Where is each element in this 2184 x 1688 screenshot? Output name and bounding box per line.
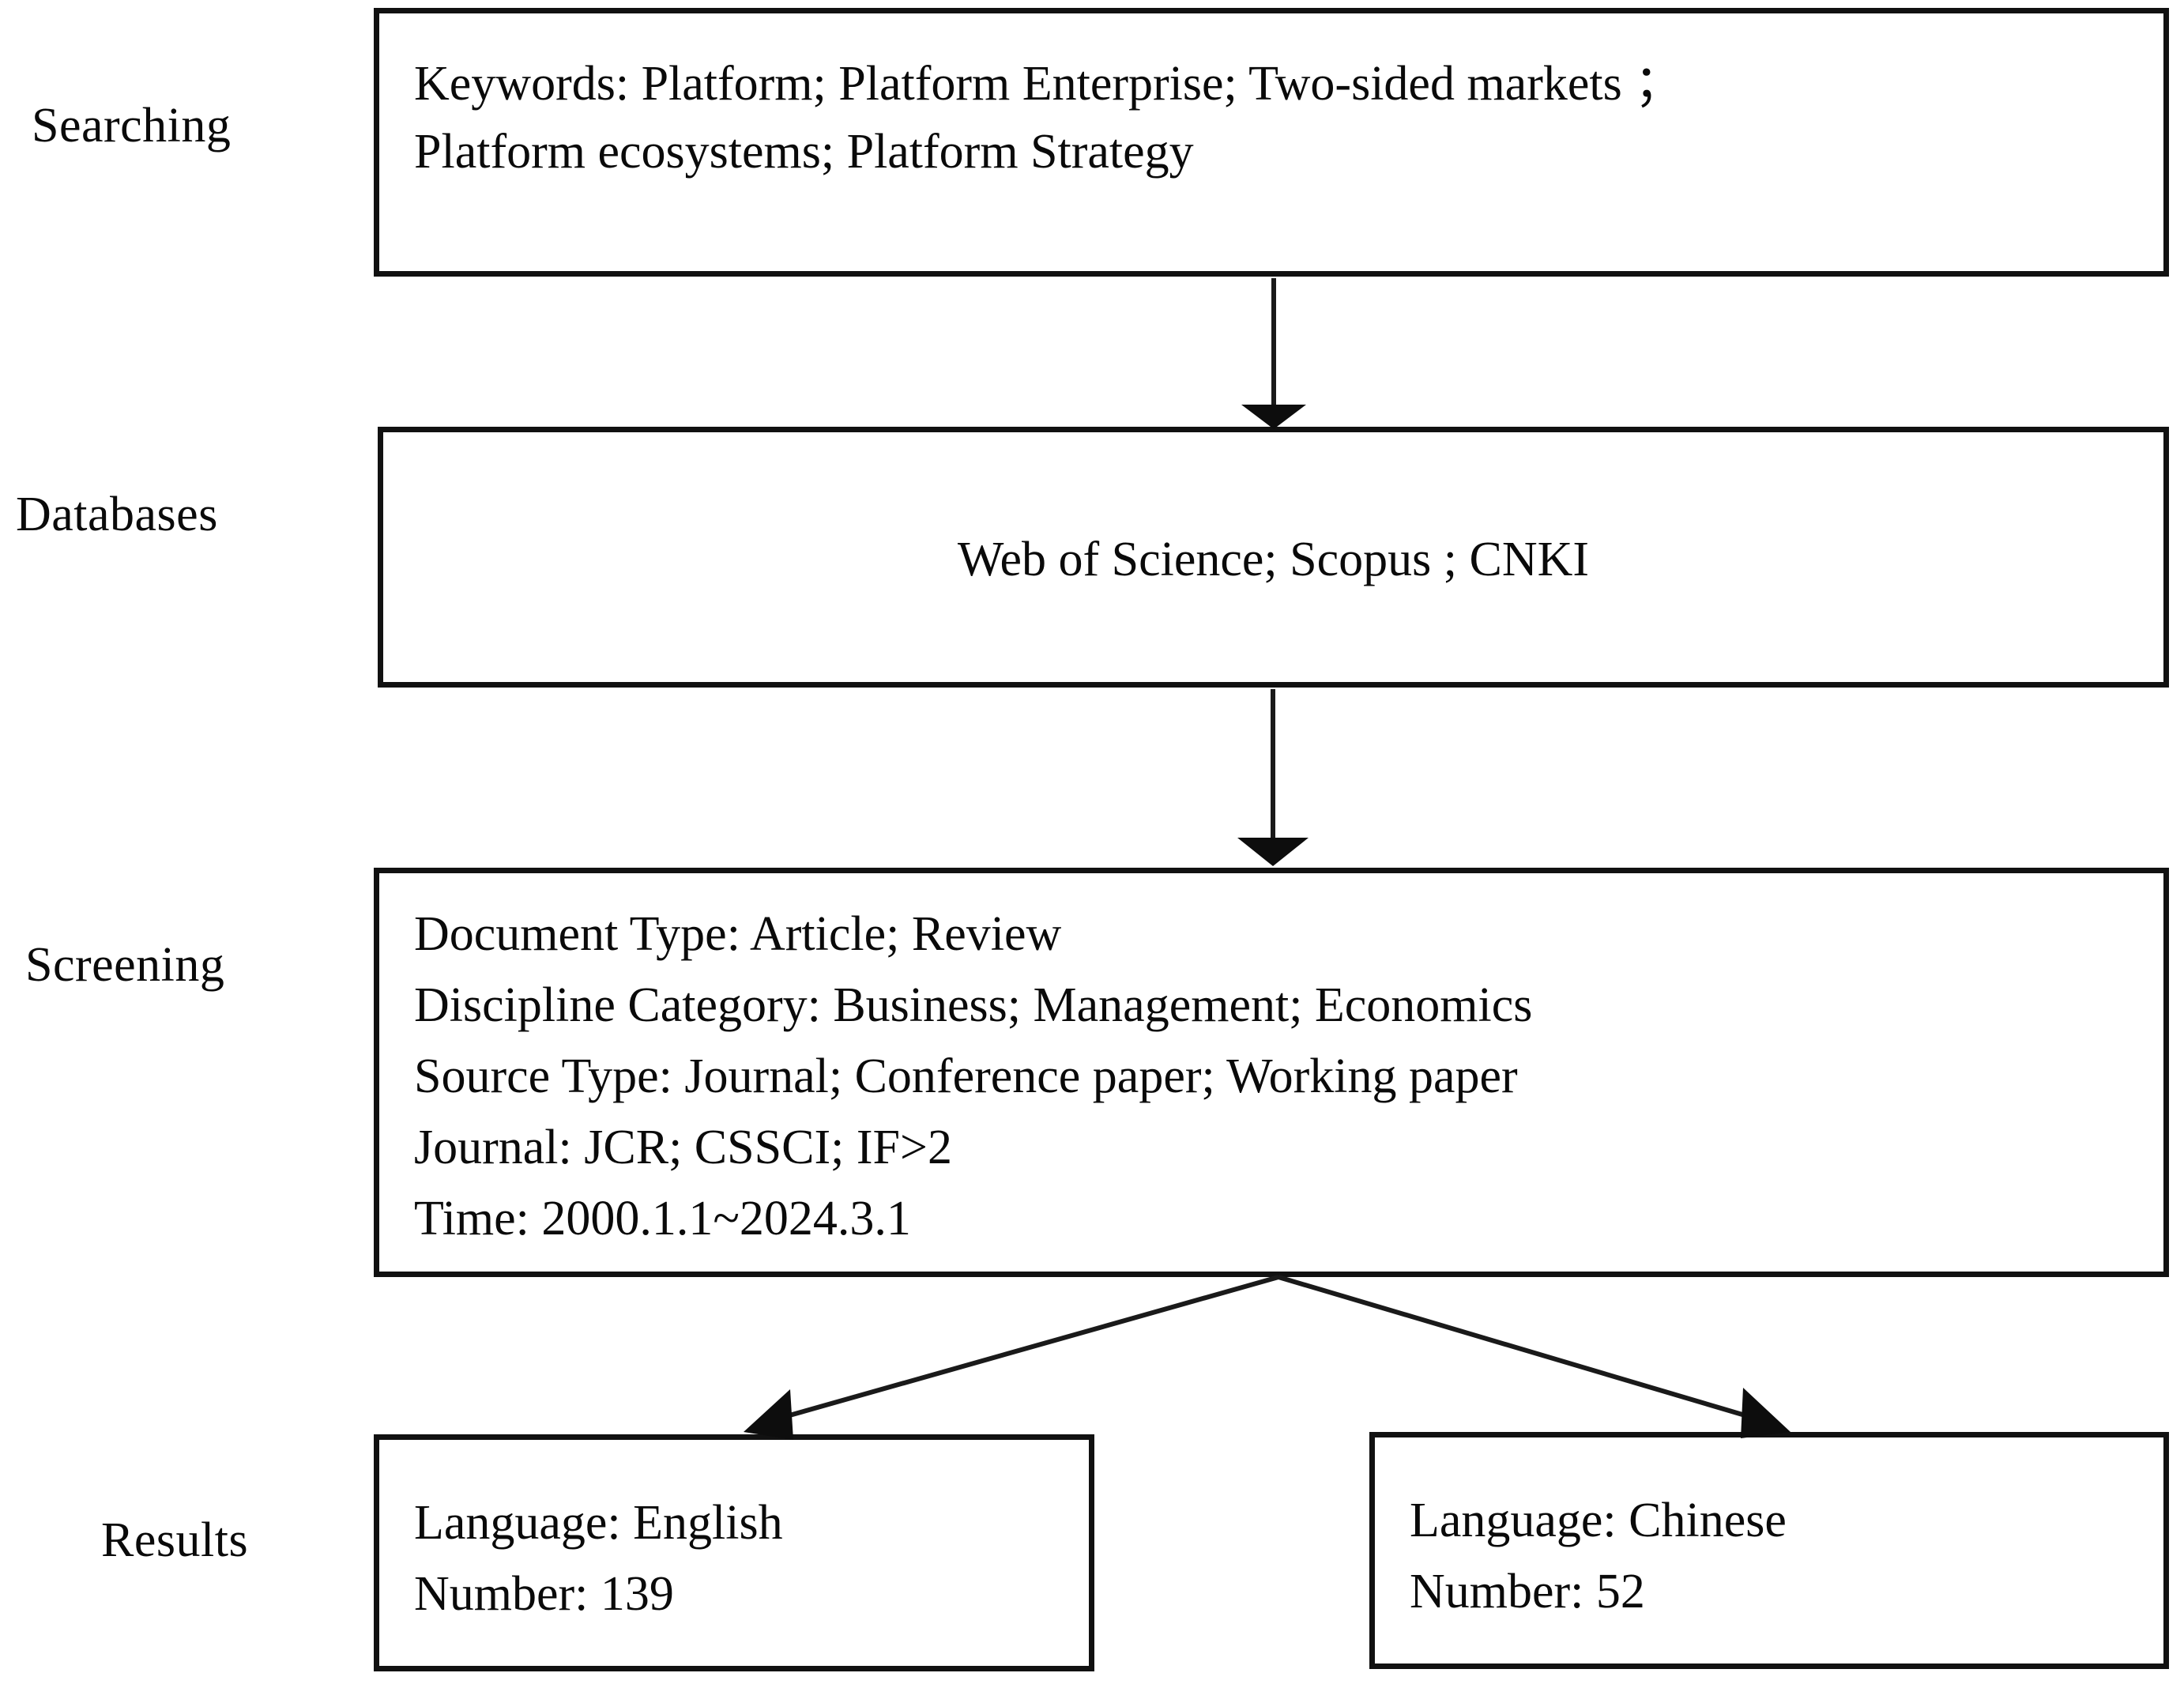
screening-box-line-2: Discipline Category: Business; Managemen… xyxy=(414,978,1533,1032)
result-chinese-box: Language: Chinese Number: 52 xyxy=(1369,1432,2169,1669)
screening-box-line-4: Journal: JCR; CSSCI; IF>2 xyxy=(414,1121,952,1174)
arrow-screening-to-chinese xyxy=(1278,1275,1791,1438)
databases-box: Web of Science; Scopus ; CNKI xyxy=(378,427,2169,688)
searching-box: Keywords: Platform; Platform Enterprise;… xyxy=(374,8,2169,277)
result-english-number: Number: 139 xyxy=(414,1567,674,1621)
stage-label-searching: Searching xyxy=(32,99,232,153)
screening-box: Document Type: Article; Review Disciplin… xyxy=(374,868,2169,1277)
stage-label-screening: Screening xyxy=(25,938,225,992)
databases-box-line-1: Web of Science; Scopus ; CNKI xyxy=(957,533,1590,586)
screening-box-line-5: Time: 2000.1.1~2024.3.1 xyxy=(414,1192,911,1245)
result-english-box: Language: English Number: 139 xyxy=(374,1434,1094,1671)
arrow-searching-to-databases xyxy=(1241,278,1306,429)
searching-box-line-2: Platform ecosystems; Platform Strategy xyxy=(414,125,1194,179)
arrow-screening-to-english xyxy=(744,1275,1279,1440)
screening-box-line-3: Source Type: Journal; Conference paper; … xyxy=(414,1049,1518,1103)
screening-box-line-1: Document Type: Article; Review xyxy=(414,907,1062,961)
searching-box-line-1: Keywords: Platform; Platform Enterprise;… xyxy=(414,57,1684,111)
stage-label-results: Results xyxy=(101,1513,249,1567)
arrow-databases-to-screening xyxy=(1237,689,1309,866)
result-english-language: Language: English xyxy=(414,1496,783,1550)
result-chinese-language: Language: Chinese xyxy=(1410,1494,1787,1547)
result-chinese-number: Number: 52 xyxy=(1410,1565,1645,1618)
stage-label-databases: Databases xyxy=(16,488,218,541)
